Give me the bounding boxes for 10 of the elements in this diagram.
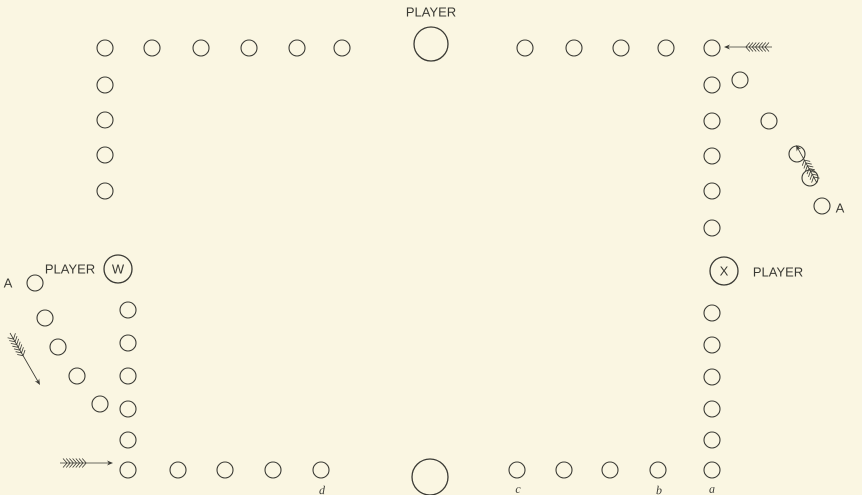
player-label: PLAYER [46, 264, 95, 274]
position-letter: b [656, 486, 662, 494]
player-label: PLAYER [754, 268, 803, 276]
position-letter: A [836, 204, 844, 212]
player-circle [413, 26, 449, 62]
player-label: PLAYER [406, 8, 456, 16]
position-letter: a [709, 487, 715, 493]
position-letter: d [319, 486, 326, 494]
position-letter: c [516, 487, 521, 493]
position-letter: A [4, 278, 12, 288]
